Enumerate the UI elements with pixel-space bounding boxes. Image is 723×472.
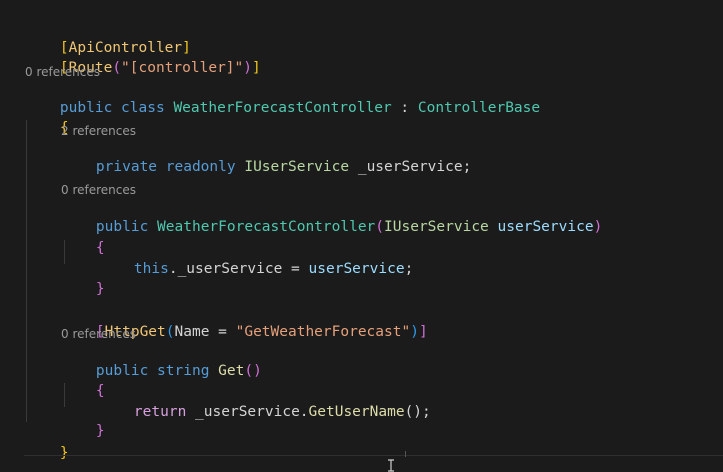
member-assignment: ._userService = [168, 261, 309, 277]
code-line-2[interactable]: [Route("[controller]")] [25, 41, 261, 76]
codelens-get-references[interactable]: 0 references [61, 327, 136, 341]
interface-name: IUserService [244, 159, 350, 175]
keyword: string [157, 363, 210, 379]
keyword: this [133, 261, 169, 277]
brace: } [95, 423, 105, 439]
brace: { [95, 240, 105, 256]
divider-tick [405, 451, 406, 457]
semicolon: ; [404, 261, 414, 277]
brace: { [59, 120, 69, 136]
codelens-field-references[interactable]: 2 references [61, 124, 136, 138]
code-line-7[interactable]: { [61, 221, 105, 256]
code-line-15[interactable]: } [25, 426, 69, 461]
code-line-5[interactable]: private readonly IUserService _userServi… [61, 140, 471, 175]
keyword: public [95, 219, 149, 235]
code-line-14[interactable]: } [61, 404, 105, 439]
keyword: readonly [165, 159, 236, 175]
paren: ) [593, 219, 603, 235]
named-argument: Name = [174, 324, 236, 340]
paren: ( [375, 219, 385, 235]
keyword: public [95, 363, 149, 379]
text-cursor-icon [386, 459, 396, 472]
attribute-name: ApiController [68, 40, 183, 56]
codelens-ctor-references[interactable]: 0 references [61, 183, 136, 197]
divider [24, 455, 723, 456]
keyword: class [121, 100, 165, 116]
string-literal: "GetWeatherForecast" [235, 324, 411, 340]
bracket: [ [59, 60, 69, 76]
code-line-1[interactable]: [ApiController] [25, 21, 191, 56]
code-line-8[interactable]: this._userService = userService; [99, 242, 413, 277]
interface-name: IUserService [384, 219, 489, 235]
code-line-11[interactable]: public string Get() [61, 344, 262, 379]
paren: ( [112, 60, 122, 76]
variable-name: userService [308, 261, 405, 277]
bracket: ] [418, 324, 428, 340]
code-line-13[interactable]: return _userService.GetUserName(); [99, 385, 431, 420]
bracket: ] [252, 60, 261, 76]
class-name: WeatherForecastController [173, 100, 392, 116]
separator: : [391, 100, 418, 116]
indent-guide-ctor [64, 240, 65, 264]
indent-guide-get [64, 383, 65, 407]
constructor-name: WeatherForecastController [157, 219, 376, 235]
attribute-name: HttpGet [104, 324, 166, 340]
bracket: [ [95, 324, 105, 340]
code-line-6[interactable]: public WeatherForecastController(IUserSe… [61, 200, 602, 235]
keyword: private [95, 159, 158, 175]
paren: ) [410, 324, 419, 340]
parameter-name: userService [497, 219, 594, 235]
code-line-10[interactable]: [HttpGet(Name = "GetWeatherForecast")] [61, 305, 428, 340]
method-name: Get [218, 363, 245, 379]
paren: ( [165, 324, 175, 340]
bracket: ] [182, 40, 191, 56]
code-line-3[interactable]: public class WeatherForecastController :… [25, 81, 540, 116]
keyword: return [133, 404, 187, 420]
method-name: GetUserName [308, 404, 405, 420]
paren: () [244, 363, 262, 379]
code-line-12[interactable]: { [61, 364, 105, 399]
member-access: _userService. [186, 404, 309, 420]
base-class-name: ControllerBase [417, 100, 541, 116]
indent-guide-class [26, 120, 27, 422]
paren: ) [243, 60, 252, 76]
field-declaration: _userService; [349, 159, 472, 175]
brace: } [95, 281, 105, 297]
call-parens: (); [404, 404, 431, 420]
codelens-class-references[interactable]: 0 references [25, 65, 100, 79]
attribute-name: Route [68, 60, 113, 76]
brace: } [59, 445, 69, 461]
code-line-9[interactable]: } [61, 262, 105, 297]
bracket: [ [59, 40, 69, 56]
code-line-4[interactable]: { [25, 101, 69, 136]
keyword: public [59, 100, 113, 116]
brace: { [95, 383, 105, 399]
string-literal: "[controller]" [121, 60, 244, 76]
